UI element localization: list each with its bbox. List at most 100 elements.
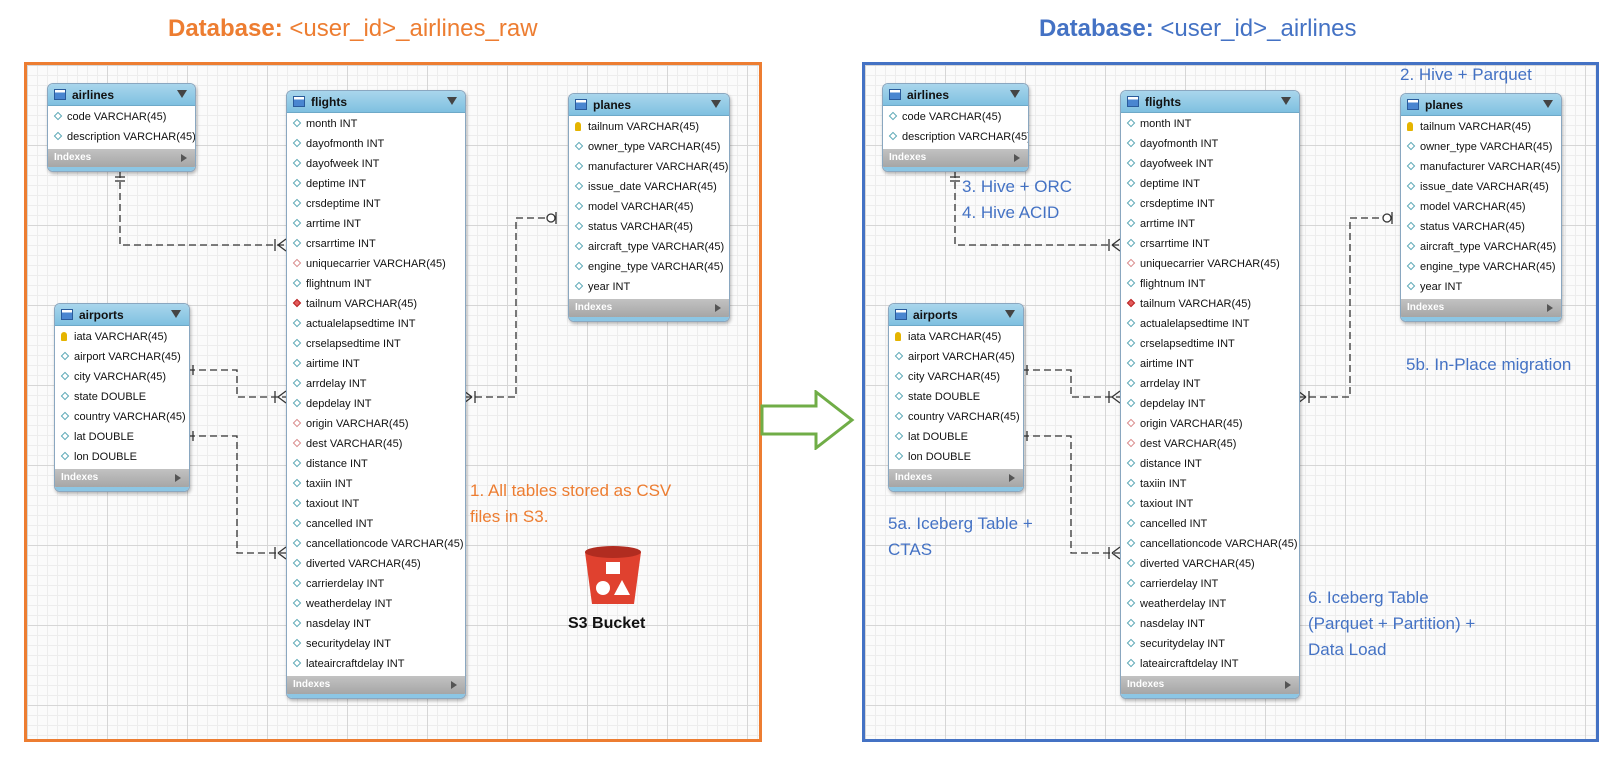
table-header[interactable]: planes: [569, 94, 729, 116]
table-column[interactable]: deptime INT: [287, 174, 465, 194]
indexes-section[interactable]: Indexes: [569, 299, 729, 317]
table-column[interactable]: lat DOUBLE: [55, 427, 189, 447]
table-column[interactable]: lateaircraftdelay INT: [1121, 654, 1299, 674]
indexes-section[interactable]: Indexes: [1401, 299, 1561, 317]
table-column[interactable]: distance INT: [287, 454, 465, 474]
table-column[interactable]: distance INT: [1121, 454, 1299, 474]
expand-arrow-icon[interactable]: [1014, 154, 1020, 162]
table-column[interactable]: description VARCHAR(45): [48, 127, 195, 147]
table-column[interactable]: status VARCHAR(45): [1401, 217, 1561, 237]
table-column[interactable]: uniquecarrier VARCHAR(45): [287, 254, 465, 274]
table-column[interactable]: airtime INT: [287, 354, 465, 374]
table-column[interactable]: city VARCHAR(45): [889, 367, 1023, 387]
chevron-down-icon[interactable]: [1010, 90, 1020, 98]
chevron-down-icon[interactable]: [177, 90, 187, 98]
table-column[interactable]: arrdelay INT: [287, 374, 465, 394]
expand-arrow-icon[interactable]: [451, 681, 457, 689]
table-header[interactable]: airlines: [48, 84, 195, 106]
table-column[interactable]: country VARCHAR(45): [55, 407, 189, 427]
table-column[interactable]: description VARCHAR(45): [883, 127, 1028, 147]
table-column[interactable]: securitydelay INT: [1121, 634, 1299, 654]
table-column[interactable]: lateaircraftdelay INT: [287, 654, 465, 674]
table-column[interactable]: weatherdelay INT: [1121, 594, 1299, 614]
table-column[interactable]: diverted VARCHAR(45): [287, 554, 465, 574]
table-header[interactable]: planes: [1401, 94, 1561, 116]
table-column[interactable]: carrierdelay INT: [1121, 574, 1299, 594]
chevron-down-icon[interactable]: [1543, 100, 1553, 108]
table-column[interactable]: arrtime INT: [1121, 214, 1299, 234]
table-column[interactable]: issue_date VARCHAR(45): [569, 177, 729, 197]
table-column[interactable]: lon DOUBLE: [889, 447, 1023, 467]
table-column[interactable]: taxiout INT: [287, 494, 465, 514]
table-column[interactable]: code VARCHAR(45): [48, 107, 195, 127]
table-column[interactable]: iata VARCHAR(45): [889, 327, 1023, 347]
table-column[interactable]: state DOUBLE: [55, 387, 189, 407]
table-column[interactable]: issue_date VARCHAR(45): [1401, 177, 1561, 197]
table-column[interactable]: manufacturer VARCHAR(45): [569, 157, 729, 177]
table-column[interactable]: month INT: [1121, 114, 1299, 134]
table-header[interactable]: airlines: [883, 84, 1028, 106]
table-column[interactable]: cancellationcode VARCHAR(45): [287, 534, 465, 554]
table-column[interactable]: uniquecarrier VARCHAR(45): [1121, 254, 1299, 274]
table-column[interactable]: country VARCHAR(45): [889, 407, 1023, 427]
expand-arrow-icon[interactable]: [1009, 474, 1015, 482]
table-column[interactable]: origin VARCHAR(45): [1121, 414, 1299, 434]
table-column[interactable]: state DOUBLE: [889, 387, 1023, 407]
table-column[interactable]: iata VARCHAR(45): [55, 327, 189, 347]
chevron-down-icon[interactable]: [1281, 97, 1291, 105]
indexes-section[interactable]: Indexes: [287, 676, 465, 694]
table-column[interactable]: origin VARCHAR(45): [287, 414, 465, 434]
table-column[interactable]: taxiin INT: [287, 474, 465, 494]
table-column[interactable]: lon DOUBLE: [55, 447, 189, 467]
table-column[interactable]: dayofweek INT: [1121, 154, 1299, 174]
expand-arrow-icon[interactable]: [1547, 304, 1553, 312]
table-column[interactable]: crselapsedtime INT: [287, 334, 465, 354]
indexes-section[interactable]: Indexes: [48, 149, 195, 167]
table-column[interactable]: month INT: [287, 114, 465, 134]
table-column[interactable]: crsarrtime INT: [1121, 234, 1299, 254]
table-column[interactable]: manufacturer VARCHAR(45): [1401, 157, 1561, 177]
table-column[interactable]: year INT: [569, 277, 729, 297]
table-column[interactable]: model VARCHAR(45): [569, 197, 729, 217]
table-column[interactable]: deptime INT: [1121, 174, 1299, 194]
table-column[interactable]: diverted VARCHAR(45): [1121, 554, 1299, 574]
table-column[interactable]: actualelapsedtime INT: [287, 314, 465, 334]
table-column[interactable]: tailnum VARCHAR(45): [1121, 294, 1299, 314]
table-column[interactable]: flightnum INT: [1121, 274, 1299, 294]
table-header[interactable]: flights: [1121, 91, 1299, 113]
table-column[interactable]: model VARCHAR(45): [1401, 197, 1561, 217]
table-column[interactable]: lat DOUBLE: [889, 427, 1023, 447]
table-column[interactable]: cancelled INT: [287, 514, 465, 534]
chevron-down-icon[interactable]: [1005, 310, 1015, 318]
table-column[interactable]: arrtime INT: [287, 214, 465, 234]
table-column[interactable]: airport VARCHAR(45): [55, 347, 189, 367]
table-column[interactable]: crselapsedtime INT: [1121, 334, 1299, 354]
expand-arrow-icon[interactable]: [715, 304, 721, 312]
table-column[interactable]: crsdeptime INT: [1121, 194, 1299, 214]
indexes-section[interactable]: Indexes: [889, 469, 1023, 487]
expand-arrow-icon[interactable]: [1285, 681, 1291, 689]
table-column[interactable]: tailnum VARCHAR(45): [1401, 117, 1561, 137]
table-column[interactable]: cancellationcode VARCHAR(45): [1121, 534, 1299, 554]
table-column[interactable]: cancelled INT: [1121, 514, 1299, 534]
table-column[interactable]: weatherdelay INT: [287, 594, 465, 614]
table-column[interactable]: depdelay INT: [287, 394, 465, 414]
table-column[interactable]: year INT: [1401, 277, 1561, 297]
table-column[interactable]: airtime INT: [1121, 354, 1299, 374]
table-header[interactable]: airports: [55, 304, 189, 326]
chevron-down-icon[interactable]: [711, 100, 721, 108]
chevron-down-icon[interactable]: [171, 310, 181, 318]
table-column[interactable]: depdelay INT: [1121, 394, 1299, 414]
expand-arrow-icon[interactable]: [175, 474, 181, 482]
table-column[interactable]: carrierdelay INT: [287, 574, 465, 594]
indexes-section[interactable]: Indexes: [1121, 676, 1299, 694]
chevron-down-icon[interactable]: [447, 97, 457, 105]
indexes-section[interactable]: Indexes: [883, 149, 1028, 167]
